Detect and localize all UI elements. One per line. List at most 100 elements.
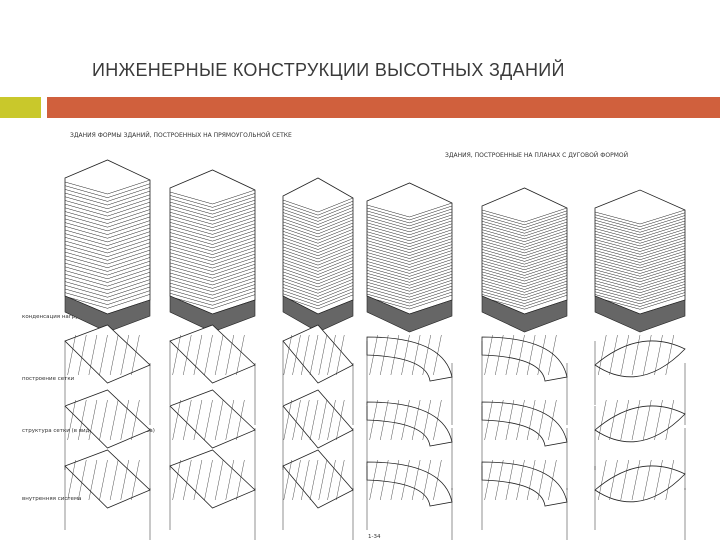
floor-line <box>481 286 568 302</box>
floor-line <box>282 229 354 244</box>
grid-line <box>643 399 652 441</box>
floor-line <box>481 247 568 262</box>
grid-line <box>495 399 504 441</box>
floor-line <box>282 279 354 294</box>
floor-line <box>366 259 453 274</box>
floor-line <box>594 281 686 296</box>
floor-line <box>64 253 151 269</box>
floor-line <box>64 209 151 224</box>
floor-line <box>282 241 354 257</box>
floor-line <box>366 211 453 227</box>
building-drawings <box>64 159 686 540</box>
floor-line <box>594 234 686 250</box>
grid-line <box>120 459 129 501</box>
floor-line <box>481 261 568 276</box>
grid-line <box>665 334 674 376</box>
plan-slab <box>481 401 568 447</box>
grid-line <box>99 334 108 376</box>
floor-line <box>169 206 256 222</box>
grid-line <box>548 459 557 501</box>
building-6 <box>594 189 686 540</box>
floor-line <box>169 284 256 299</box>
floor-line <box>169 274 256 289</box>
grid-line <box>654 459 663 501</box>
grid-line <box>236 334 245 376</box>
floor-line <box>366 250 453 265</box>
floor-line <box>64 235 151 250</box>
tower-outline <box>169 169 256 315</box>
floor-line <box>481 235 568 251</box>
grid-line <box>318 334 327 376</box>
floor-line <box>282 235 354 250</box>
grid-line <box>516 459 525 501</box>
grid-line <box>336 459 345 501</box>
floor-line <box>169 247 256 262</box>
floor-line <box>64 279 151 294</box>
floor-line <box>282 272 354 288</box>
floor-line <box>169 203 256 218</box>
grid-line <box>327 459 336 501</box>
floor-line <box>366 288 453 304</box>
load-band <box>366 295 453 333</box>
floor-line <box>282 225 354 241</box>
floor-line <box>64 198 151 213</box>
floor-line <box>282 219 354 235</box>
grid-line <box>609 334 618 376</box>
floor-line <box>594 251 686 266</box>
floor-line <box>282 275 354 291</box>
floor-line <box>366 226 453 242</box>
floor-line <box>594 264 686 280</box>
floor-line <box>366 285 453 301</box>
floor-line <box>366 241 453 256</box>
grid-line <box>78 459 87 501</box>
floor-line <box>366 274 453 289</box>
floor-line <box>481 230 568 245</box>
floor-line <box>594 248 686 263</box>
floor-line <box>282 238 354 253</box>
floor-line <box>366 294 453 310</box>
floor-line <box>169 264 256 279</box>
floor-line <box>282 269 354 285</box>
grid-line <box>643 334 652 376</box>
grid-line <box>109 459 119 501</box>
grid-line <box>67 459 76 501</box>
grid-line <box>292 399 301 441</box>
floor-line <box>169 189 256 205</box>
floor-line <box>481 266 568 282</box>
building-5 <box>481 187 568 540</box>
grid-line <box>609 399 618 441</box>
grid-line <box>516 334 525 376</box>
floor-line <box>366 291 453 307</box>
floor-line <box>169 253 256 269</box>
floor-line <box>64 205 151 221</box>
plan-slab <box>481 461 568 507</box>
floor-line <box>169 243 256 259</box>
plan-slab <box>282 389 354 449</box>
floor-line <box>481 241 568 257</box>
floor-line <box>594 209 686 225</box>
floor-line <box>64 183 151 198</box>
floor-line <box>282 291 354 307</box>
grid-line <box>548 334 557 376</box>
grid-line <box>131 334 140 376</box>
floor-line <box>594 267 686 283</box>
floor-line <box>169 216 256 232</box>
floor-line <box>282 260 354 275</box>
floor-line <box>282 288 354 303</box>
grid-line <box>537 399 546 441</box>
grid-line <box>390 399 400 441</box>
grid-line <box>99 399 108 441</box>
grid-line <box>369 399 378 441</box>
grid-line <box>309 399 319 441</box>
floor-line <box>366 276 453 292</box>
plan-slab <box>594 340 686 378</box>
grid-line <box>526 459 536 501</box>
floor-line <box>366 268 453 283</box>
floor-line <box>366 238 453 253</box>
floor-line <box>366 220 453 236</box>
row-label-inner: внутренняя система <box>22 496 81 502</box>
floor-line <box>282 294 354 310</box>
grid-line <box>183 459 192 501</box>
floor-line <box>282 200 354 216</box>
plan-slab <box>366 401 453 447</box>
